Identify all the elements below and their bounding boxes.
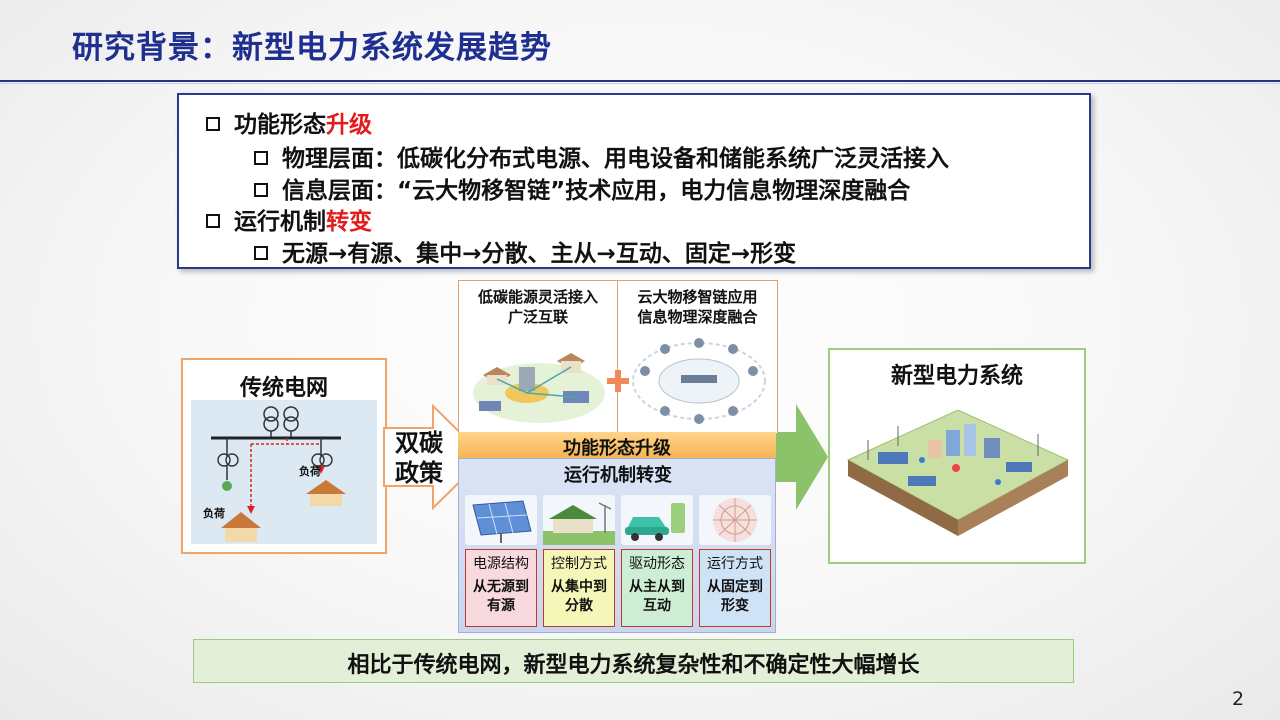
bullet-1-text: 功能形态 (234, 112, 326, 138)
low-carbon-line-2: 广泛互联 (507, 308, 568, 326)
card-body-line-2: 互动 (643, 598, 671, 614)
checkbox-square-icon (254, 183, 268, 197)
green-house-icon (543, 502, 615, 545)
plus-icon (607, 370, 629, 392)
bullet-1-sub-1: 物理层面：低碳化分布式电源、用电设备和储能系统广泛灵活接入 (254, 139, 949, 173)
card-operation-mode: 运行方式 从固定到 形变 (699, 549, 771, 627)
traditional-grid-title: 传统电网 (239, 376, 328, 401)
traditional-grid-panel: 传统电网 负荷 负荷 (181, 358, 387, 554)
card-body-line-2: 有源 (487, 598, 515, 614)
card-body: 从主从到 互动 (622, 578, 692, 616)
checkbox-square-icon (206, 117, 220, 131)
bullet-1-sub-1-text: 物理层面：低碳化分布式电源、用电设备和储能系统广泛灵活接入 (282, 146, 949, 172)
card-body: 从集中到 分散 (544, 578, 614, 616)
transform-title: 运行机制转变 (564, 465, 672, 486)
bullet-2-text: 运行机制 (234, 209, 326, 235)
card-body-line-2: 分散 (565, 598, 593, 614)
bullet-1-highlight: 升级 (326, 112, 372, 138)
card-body-line-1: 从无源到 (473, 579, 529, 595)
bullet-1-sub-2: 信息层面：“云大物移智链”技术应用，电力信息物理深度融合 (254, 171, 910, 205)
card-body-line-1: 从集中到 (551, 579, 607, 595)
traditional-grid-diagram (191, 400, 377, 544)
bullet-2-sub-1-text: 无源→有源、集中→分散、主从→互动、固定→形变 (282, 241, 797, 267)
title-divider-shadow (0, 83, 1280, 84)
smart-city-illustration-icon (846, 409, 1070, 536)
low-carbon-line-1: 低碳能源灵活接入 (477, 288, 598, 306)
card-body: 从无源到 有源 (466, 578, 536, 616)
cloud-line-2: 信息物理深度融合 (637, 308, 758, 326)
new-power-system-title: 新型电力系统 (890, 364, 1023, 389)
card-body-line-1: 从固定到 (707, 579, 763, 595)
upgrade-band-text: 功能形态升级 (563, 438, 671, 459)
card-driving-form: 驱动形态 从主从到 互动 (621, 549, 693, 627)
transform-panel: 运行机制转变 (458, 458, 776, 633)
smart-home-image (543, 495, 615, 545)
ev-charging-image (621, 495, 693, 545)
card-power-structure: 电源结构 从无源到 有源 (465, 549, 537, 627)
card-head: 驱动形态 (629, 556, 685, 572)
network-image (699, 495, 771, 545)
checkbox-square-icon (206, 214, 220, 228)
load-label: 负荷 (299, 465, 321, 478)
policy-line-1: 双碳 (395, 429, 443, 457)
card-control-mode: 控制方式 从集中到 分散 (543, 549, 615, 627)
cloud-caption: 云大物移智链应用 信息物理深度融合 (618, 287, 777, 327)
card-head: 电源结构 (473, 556, 529, 572)
new-power-system-panel: 新型电力系统 (828, 348, 1086, 564)
checkbox-square-icon (254, 246, 268, 260)
card-head: 控制方式 (551, 556, 607, 572)
solar-panel-image (465, 495, 537, 545)
policy-text: 双碳 政策 (395, 428, 443, 488)
card-body: 从固定到 形变 (700, 578, 770, 616)
page-number: 2 (1232, 688, 1245, 710)
bullet-1-sub-2-text: 信息层面：“云大物移智链”技术应用，电力信息物理深度融合 (282, 178, 911, 204)
policy-line-2: 政策 (395, 459, 443, 487)
load-label: 负荷 (203, 507, 225, 520)
cloud-iot-illustration-icon (632, 338, 766, 424)
bullet-2-highlight: 转变 (326, 209, 372, 235)
cloud-line-1: 云大物移智链应用 (637, 288, 758, 306)
bullet-box: 功能形态升级 物理层面：低碳化分布式电源、用电设备和储能系统广泛灵活接入 信息层… (177, 93, 1091, 269)
bullet-2-sub-1: 无源→有源、集中→分散、主从→互动、固定→形变 (254, 234, 796, 268)
checkbox-square-icon (254, 151, 268, 165)
card-body-line-2: 形变 (721, 598, 749, 614)
card-head: 运行方式 (707, 556, 763, 572)
bullet-1: 功能形态升级 (206, 105, 372, 139)
title-divider (0, 80, 1280, 82)
electric-car-icon (625, 503, 685, 541)
top-image-panels: 低碳能源灵活接入 广泛互联 云大物移智链应用 信息物理深度融合 (458, 280, 778, 434)
distributed-energy-illustration-icon (473, 353, 605, 423)
page-title: 研究背景：新型电力系统发展趋势 (72, 30, 552, 66)
bullet-2: 运行机制转变 (206, 202, 372, 236)
solar-panel-icon (472, 500, 532, 543)
conclusion-text: 相比于传统电网，新型电力系统复杂性和不确定性大幅增长 (347, 653, 920, 678)
card-body-line-1: 从主从到 (629, 579, 685, 595)
upgrade-band: 功能形态升级 (458, 432, 776, 459)
grid-schematic-icon (211, 406, 346, 542)
network-mesh-icon (713, 498, 757, 542)
conclusion-bar: 相比于传统电网，新型电力系统复杂性和不确定性大幅增长 (193, 639, 1074, 683)
panel-divider (617, 281, 618, 433)
result-arrow-icon (776, 404, 828, 510)
low-carbon-caption: 低碳能源灵活接入 广泛互联 (459, 287, 617, 327)
